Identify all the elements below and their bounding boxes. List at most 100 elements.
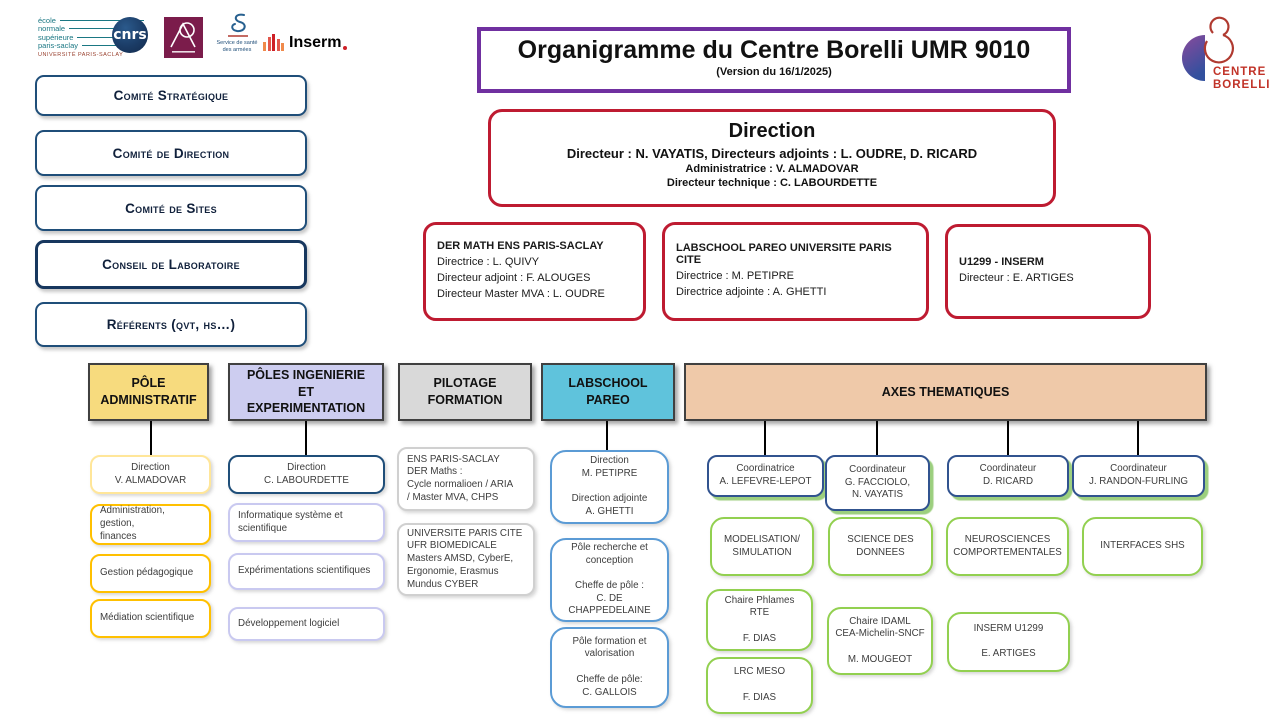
page-subtitle: (Version du 16/1/2025) — [716, 66, 832, 78]
ingenierie-item-box: Développement logiciel — [228, 607, 385, 641]
ssa-serpent-icon — [228, 13, 248, 37]
coordinator-box: Coordinateur G. FACCIOLO, N. VAYATIS — [825, 455, 930, 511]
coordinator-box: Coordinateur J. RANDON-FURLING — [1072, 455, 1205, 497]
coordinator-text: Coordinateur G. FACCIOLO, N. VAYATIS — [844, 463, 911, 501]
theme-box-science-donnees: SCIENCE DES DONNEES — [828, 517, 933, 576]
ens-logo-line: paris-saclay — [38, 41, 79, 50]
committee-box-direction: Comité de Direction — [35, 130, 307, 176]
inserm-bars-icon — [263, 34, 284, 51]
pole-header-pilotage-formation: PILOTAGE FORMATION — [398, 363, 532, 421]
coordinator-box: Coordinatrice A. LEFEVRE-LEPOT — [707, 455, 824, 497]
chair-box-lrc-meso: LRC MESO F. DIAS — [706, 657, 813, 714]
ingenierie-item-text: Développement logiciel — [238, 617, 340, 629]
admin-item-box: Administration, gestion, finances — [90, 504, 211, 545]
direction-title: Direction — [728, 120, 816, 142]
connector-line — [606, 421, 608, 450]
labschool-formation-box: Pôle formation et valorisation Cheffe de… — [550, 627, 669, 708]
committee-box-strategique: Comité Stratégique — [35, 75, 307, 116]
committee-box-referents: Référents (qvt, hs…) — [35, 302, 307, 347]
ens-logo-line: supérieure — [38, 32, 74, 42]
admin-item-text: Gestion pédagogique — [100, 567, 194, 579]
admin-item-box: Médiation scientifique — [90, 599, 211, 638]
ingenierie-item-box: Informatique système et scientifique — [228, 503, 385, 542]
connector-line — [876, 421, 878, 455]
ingenierie-direction-box: Direction C. LABOURDETTE — [228, 455, 385, 494]
admin-direction-box: Direction V. ALMADOVAR — [90, 455, 211, 494]
partner-box-u1299-inserm: U1299 - INSERM Directeur : E. ARTIGES — [945, 224, 1151, 319]
admin-direction-text: Direction V. ALMADOVAR — [114, 461, 187, 486]
partner-body: Directeur : E. ARTIGES — [959, 272, 1074, 285]
ingenierie-item-box: Expérimentations scientifiques — [228, 553, 385, 590]
pole-header-label: PILOTAGE FORMATION — [427, 376, 503, 407]
labschool-recherche-box: Pôle recherche et conception Cheffe de p… — [550, 538, 669, 622]
pole-header-label: AXES THEMATIQUES — [881, 384, 1010, 399]
ens-logo-line: normale — [38, 24, 66, 33]
committee-label: Comité Stratégique — [113, 88, 229, 103]
chair-box-idaml: Chaire IDAML CEA-Michelin-SNCF M. MOUGEO… — [827, 607, 933, 675]
ssa-logo-text: Service de santé des armées — [216, 40, 258, 53]
connector-line — [1137, 421, 1139, 455]
chair-box-phlames-rte: Chaire Phlames RTE F. DIAS — [706, 589, 813, 651]
connector-line — [764, 421, 766, 455]
ens-logo-subtitle: UNIVERSITÉ PARIS-SACLAY — [38, 52, 124, 58]
borelli-text-centre: CENTRE — [1213, 66, 1266, 78]
inserm-logo: Inserm — [263, 27, 348, 51]
committee-label: Conseil de Laboratoire — [102, 257, 240, 272]
connector-line — [150, 421, 152, 455]
chair-text: LRC MESO F. DIAS — [733, 666, 786, 703]
universite-paris-cite-mark — [170, 22, 196, 53]
inserm-dot-icon — [343, 46, 348, 50]
admin-item-text: Médiation scientifique — [100, 612, 195, 624]
pole-header-ingenierie: PÔLES INGENIERIE ET EXPERIMENTATION — [228, 363, 384, 421]
ens-dash-line — [59, 19, 144, 21]
centre-borelli-logo: CENTRE BORELLI — [1182, 16, 1270, 91]
direction-administratrice-line: Administratrice : V. ALMADOVAR — [685, 163, 859, 175]
chair-text: Chaire Phlames RTE F. DIAS — [724, 594, 795, 644]
borelli-text-borelli: BORELLI — [1213, 79, 1270, 91]
ens-dash-line — [69, 28, 144, 30]
pole-header-administratif: PÔLE ADMINISTRATIF — [88, 363, 209, 421]
committee-box-conseil-laboratoire: Conseil de Laboratoire — [35, 240, 307, 289]
ens-logo-line: école — [38, 15, 56, 25]
committee-label: Comité de Direction — [112, 145, 230, 161]
pilotage-item-box: ENS PARIS-SACLAY DER Maths : Cycle norma… — [397, 447, 535, 511]
cnrs-logo: cnrs — [112, 17, 148, 53]
partner-box-labschool-pareo: LABSCHOOL PAREO UNIVERSITE PARIS CITE Di… — [662, 222, 929, 321]
title-box: Organigramme du Centre Borelli UMR 9010 … — [477, 27, 1071, 93]
committee-label: Comité de Sites — [125, 200, 217, 216]
pole-header-label: PÔLES INGENIERIE ET EXPERIMENTATION — [246, 367, 366, 416]
connector-line — [305, 421, 307, 455]
ingenierie-item-text: Expérimentations scientifiques — [238, 565, 371, 577]
labschool-box-text: Direction M. PETIPRE Direction adjointe … — [571, 455, 648, 518]
labschool-box-text: Pôle recherche et conception Cheffe de p… — [568, 541, 651, 617]
connector-line — [1007, 421, 1009, 455]
coordinator-box: Coordinateur D. RICARD — [947, 455, 1069, 497]
ingenierie-item-text: Informatique système et scientifique — [238, 509, 343, 534]
theme-text: NEUROSCIENCES COMPORTEMENTALES — [953, 533, 1062, 558]
committee-box-sites: Comité de Sites — [35, 185, 307, 231]
inserm-logo-text: Inserm — [289, 34, 342, 51]
pole-header-label: LABSCHOOL PAREO — [568, 376, 648, 407]
pole-header-labschool-pareo: LABSCHOOL PAREO — [541, 363, 675, 421]
committee-label: Référents (qvt, hs…) — [106, 317, 236, 332]
pilotage-item-text: UNIVERSITE PARIS CITE UFR BIOMEDICALE Ma… — [407, 527, 523, 590]
ens-paris-saclay-logo: école normale supérieure paris-saclay UN… — [38, 16, 144, 58]
theme-box-modelisation: MODELISATION/ SIMULATION — [710, 517, 814, 576]
borelli-half-disc — [1182, 35, 1205, 81]
pole-header-label: PÔLE ADMINISTRATIF — [100, 376, 197, 407]
page-title: Organigramme du Centre Borelli UMR 9010 — [517, 36, 1031, 64]
ingenierie-direction-text: Direction C. LABOURDETTE — [264, 461, 349, 486]
coordinator-text: Coordinateur D. RICARD — [979, 463, 1037, 487]
theme-text: MODELISATION/ SIMULATION — [723, 533, 801, 558]
service-sante-armees-logo: Service de santé des armées — [213, 13, 261, 61]
coordinator-text: Coordinateur J. RANDON-FURLING — [1088, 463, 1189, 487]
chair-text: Chaire IDAML CEA-Michelin-SNCF M. MOUGEO… — [835, 615, 925, 665]
theme-text: INTERFACES SHS — [1100, 540, 1185, 552]
labschool-box-text: Pôle formation et valorisation Cheffe de… — [572, 635, 647, 698]
borelli-lower-curl — [1203, 33, 1234, 64]
direction-technique-line: Directeur technique : C. LABOURDETTE — [666, 177, 878, 189]
pole-header-axes-thematiques: AXES THEMATIQUES — [684, 363, 1207, 421]
cnrs-logo-text: cnrs — [113, 27, 147, 43]
coordinator-text: Coordinatrice A. LEFEVRE-LEPOT — [719, 463, 812, 487]
